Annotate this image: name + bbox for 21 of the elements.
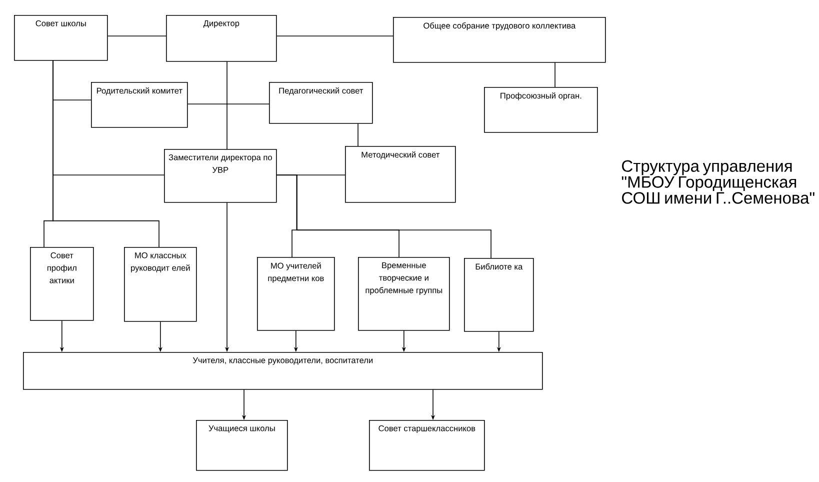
org-box: Учащиеся школы [196, 420, 288, 471]
org-box: Профсоюзный орган. [484, 87, 598, 133]
org-box: Совет профил актики [30, 247, 94, 321]
org-box: МО учителей предметни ков [257, 257, 335, 331]
title: Структура управления "МБОУ Городищенская СОШ имени Г..Семенова" [622, 160, 814, 204]
org-box: Учителя, классные руководители, воспитатели [23, 352, 543, 390]
org-box: МО классных руководит елей [124, 247, 197, 322]
org-box: Родительский комитет [91, 82, 188, 128]
org-box: Педагогический совет [269, 82, 373, 124]
connector-line [554, 62, 556, 88]
org-box: Методический совет [345, 146, 456, 203]
org-box: Совет школы [14, 15, 108, 61]
connector-line [52, 60, 160, 248]
org-box: Совет старшеклассников [369, 420, 485, 471]
org-box: Заместители директора по УВР [164, 149, 277, 203]
org-box: Директор [166, 15, 277, 62]
org-box: Временные творческие и проблемные группы [358, 257, 450, 331]
org-box: Библиоте ка [464, 258, 534, 332]
connector-line [276, 174, 492, 258]
org-box: Общее собрание трудового коллектива [393, 17, 606, 63]
connector-line [226, 61, 228, 150]
